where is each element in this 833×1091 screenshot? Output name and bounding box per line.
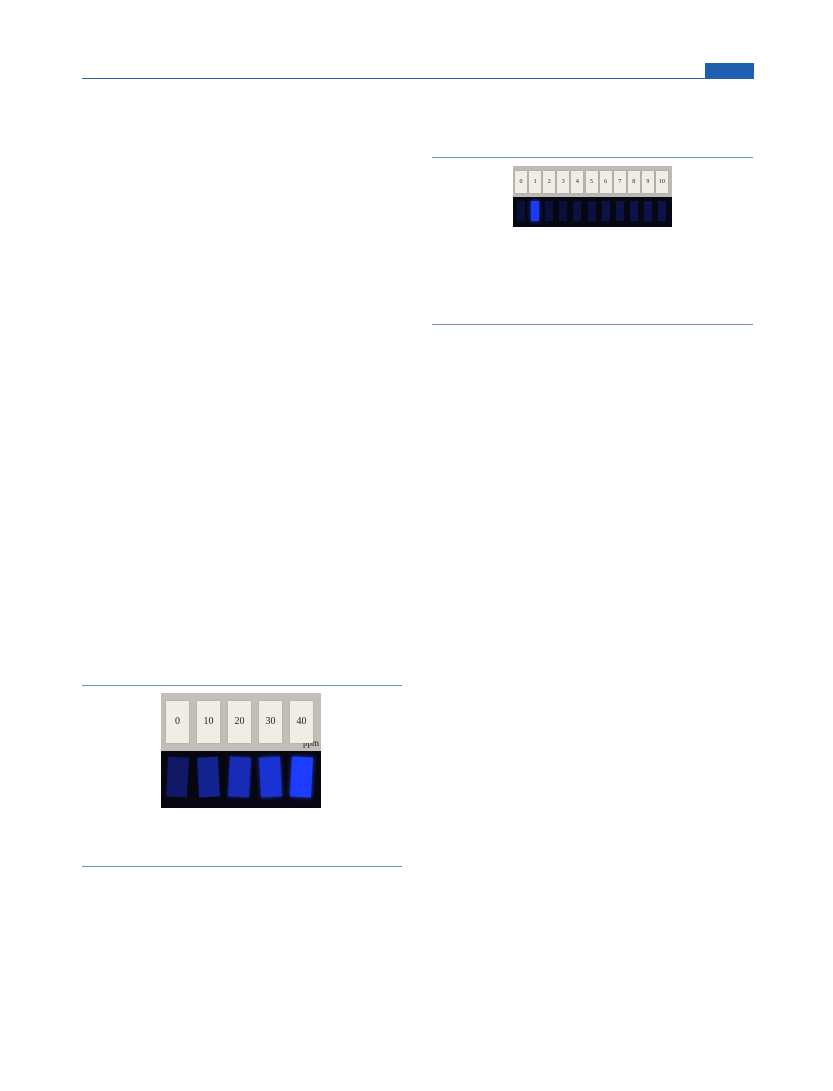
fluorescent-strip: [165, 756, 190, 798]
test-strip-label: 0: [515, 171, 527, 193]
test-strip-label: 9: [641, 171, 654, 193]
fluorescent-strip: [629, 201, 638, 221]
header-accent-tab: [705, 63, 754, 78]
fluorescent-strip: [196, 756, 221, 798]
figure-bottom-rule: [82, 866, 402, 867]
fluorescent-strip: [643, 201, 652, 221]
test-strip-label: 1: [529, 171, 542, 193]
fluorescent-strip: [227, 756, 252, 798]
fluorescent-strip: [258, 756, 283, 798]
fluorescent-strip: [531, 201, 540, 221]
test-strip-label: 10: [656, 171, 668, 193]
test-strip-label: 2: [543, 171, 556, 193]
test-strip-label: 3: [557, 171, 570, 193]
test-strip-label: 5: [585, 171, 598, 193]
test-strip-label: 4: [571, 171, 584, 193]
test-strip-label: 6: [599, 171, 612, 193]
test-strip-label: 7: [613, 171, 626, 193]
fluorescent-strip: [587, 201, 596, 221]
fluorescent-strip: [289, 756, 314, 798]
fluorescent-strip: [559, 201, 568, 221]
test-strip-label: 20: [228, 701, 251, 743]
test-strip-label: 40: [290, 701, 313, 743]
test-strip-label: 8: [627, 171, 640, 193]
test-strip-label: 0: [166, 701, 189, 743]
figure-top-rule: [82, 685, 402, 686]
test-strip-label: 10: [197, 701, 220, 743]
fluorescent-strip: [545, 201, 554, 221]
fluorescent-strip: [601, 201, 610, 221]
fluorescent-strip: [573, 201, 582, 221]
fluorescent-strip: [658, 201, 666, 221]
header-rule: [82, 78, 754, 79]
fluorescent-strip: [615, 201, 624, 221]
fluorescent-strip: [517, 201, 525, 221]
figure-bottom-rule: [432, 324, 753, 325]
test-strip-label: 30: [259, 701, 282, 743]
figure-top-rule: [432, 157, 753, 158]
unit-label: ppm: [302, 738, 319, 748]
